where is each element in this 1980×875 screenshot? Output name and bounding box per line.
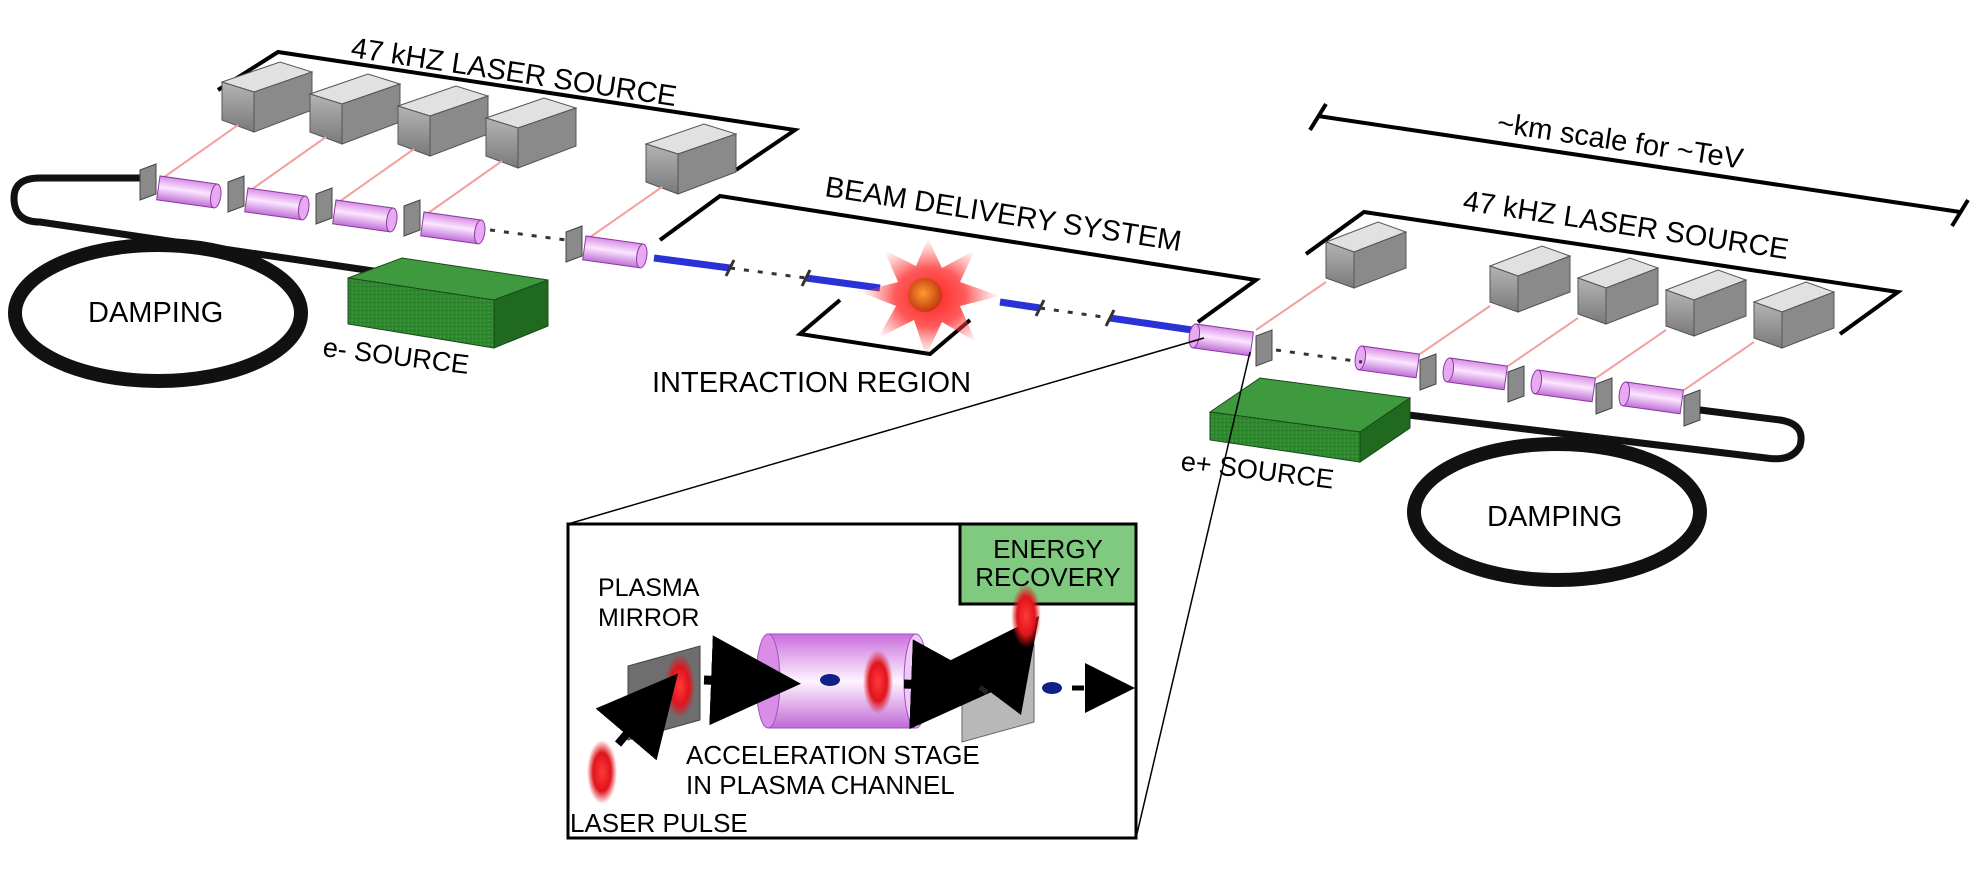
laser-box-left-5 [644, 123, 738, 195]
laser-box-right-5 [1752, 281, 1836, 349]
laser-box-right-4 [1664, 269, 1748, 337]
energy-recovery-line2: RECOVERY [975, 562, 1120, 592]
interaction-region-label: INTERACTION REGION [652, 367, 971, 399]
acceleration-stages-right [1188, 323, 1685, 415]
plasma-mirrors-left [139, 163, 583, 263]
plasma-mirror-line1: PLASMA [598, 574, 700, 602]
laser-beams-right [1255, 281, 1755, 391]
laser-pulse-label: LASER PULSE [570, 808, 748, 838]
collision-burst [860, 238, 1000, 356]
laser-box-right-2 [1488, 245, 1572, 313]
e-minus-source-block [347, 257, 549, 349]
drift-dotted-left [489, 228, 567, 242]
acceleration-line1: ACCELERATION STAGE [686, 740, 980, 770]
e-plus-source-block [1208, 377, 1412, 463]
injection-loop-left [10, 174, 381, 276]
laser-box-left-2 [308, 73, 402, 145]
zoom-line-2 [1135, 351, 1251, 839]
laser-source-bracket-left [216, 49, 801, 172]
scale-note: ~km scale for ~TeV [1495, 107, 1746, 175]
energy-recovery-line1: ENERGY [993, 534, 1103, 564]
damping-label-left: DAMPING [88, 297, 223, 329]
laser-box-left-3 [396, 85, 490, 157]
laser-source-bracket-right [1304, 209, 1904, 336]
injection-loop-right [1399, 406, 1805, 463]
inset-electron-bunch [1042, 682, 1062, 694]
damping-label-right: DAMPING [1487, 501, 1622, 533]
arrow-mirror-to-stage [703, 635, 801, 726]
energy-recovery-box [958, 522, 1138, 606]
plasma-mirrors-right [1255, 329, 1701, 427]
damping-ring-right [1407, 437, 1707, 587]
beam-delivery-line [653, 254, 1193, 334]
inset-pulse-on-mirror [665, 654, 695, 718]
laser-box-left-4 [484, 97, 578, 169]
beam-delivery-bracket [658, 193, 1262, 324]
scale-bar [1308, 102, 1970, 228]
plasma-mirror-line2: MIRROR [598, 604, 699, 632]
laser-box-right-3 [1576, 257, 1660, 325]
inset-laser-pulse [587, 740, 617, 804]
arrow-to-energy-recovery [949, 616, 1039, 715]
damping-ring-left [8, 238, 308, 388]
laser-box-left-1 [220, 61, 314, 133]
drift-dotted-right [1275, 348, 1363, 364]
inset-pulse-recovered [1011, 584, 1041, 648]
laser-box-right-1 [1324, 221, 1408, 289]
inset-acceleration-stage [755, 633, 929, 729]
acceleration-stages-left [156, 175, 648, 269]
acceleration-line2: IN PLASMA CHANNEL [686, 770, 955, 800]
arrow-pulse-to-mirror [595, 673, 678, 761]
arrow-stage-to-exit [903, 639, 1001, 730]
laser-beams-left [159, 124, 663, 241]
zoom-line-1 [567, 337, 1205, 525]
interaction-region-bracket [795, 298, 972, 357]
beam-delivery-label: BEAM DELIVERY SYSTEM [823, 171, 1184, 258]
laser-source-label-right: 47 kHZ LASER SOURCE [1461, 185, 1791, 266]
